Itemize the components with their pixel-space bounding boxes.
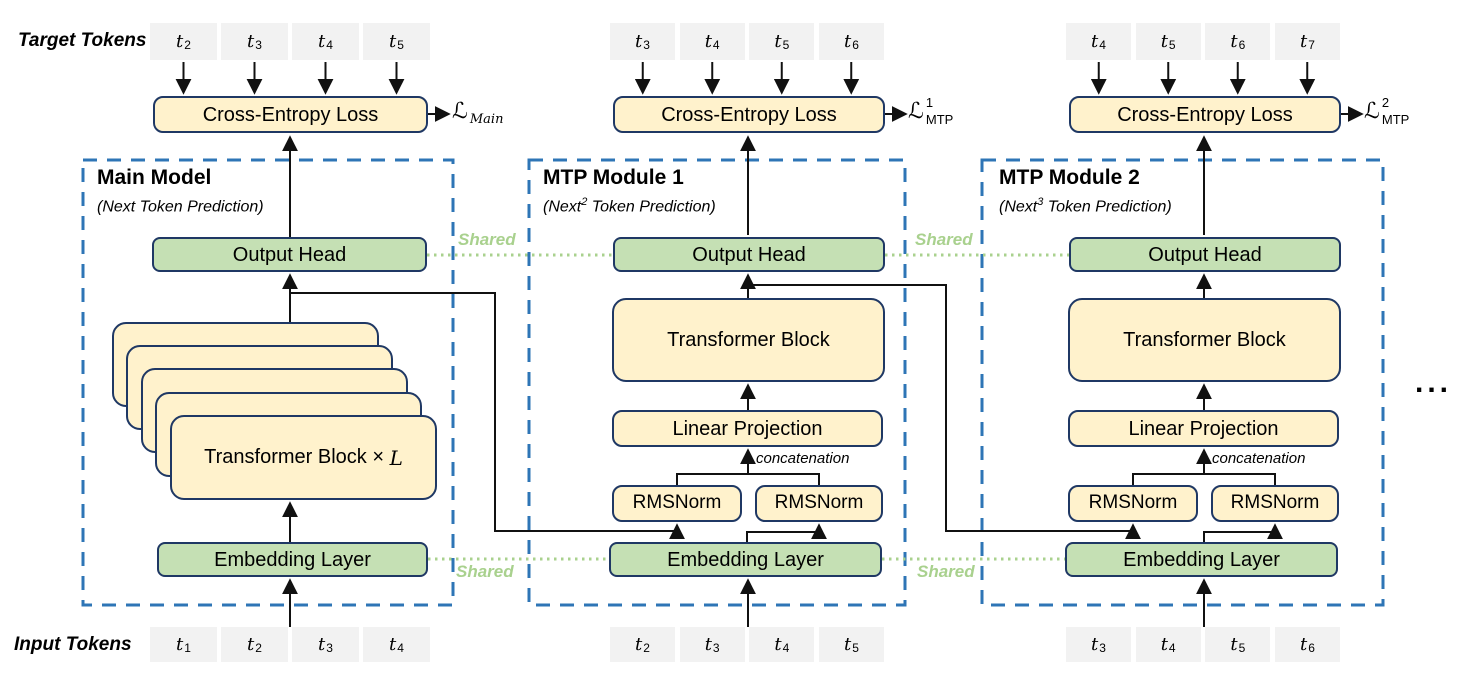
more-modules-ellipsis: ... (1415, 366, 1453, 399)
target-tokens-label: Target Tokens (18, 30, 147, 51)
mtp1-concatenation-label: concatenation (756, 450, 850, 467)
mtp2-embedding-layer-box: Embedding Layer (1065, 542, 1338, 577)
mtp1-output-head-box: Output Head (613, 237, 885, 272)
mtp1-border (527, 158, 907, 607)
mtp2-rmsnorm-right-box: RMSNorm (1211, 485, 1339, 522)
mtp2-subtitle: (Next3 Token Prediction) (999, 196, 1172, 216)
mtp2-border (980, 158, 1385, 607)
shared-label: Shared (917, 562, 975, 581)
mtp1-linear-projection-box: Linear Projection (612, 410, 883, 447)
main-model-title: Main Model (97, 166, 212, 189)
mtp1-rmsnorm-right-box: RMSNorm (755, 485, 883, 522)
mtp1-embedding-layer-box: Embedding Layer (609, 542, 882, 577)
mtp2-output-head-box: Output Head (1069, 237, 1341, 272)
mtp1-transformer-block-box: Transformer Block (612, 298, 885, 382)
mtp1-rmsnorm-left-box: RMSNorm (612, 485, 742, 522)
main-output-head-box: Output Head (152, 237, 427, 272)
mtp2-transformer-block-box: Transformer Block (1068, 298, 1341, 382)
shared-label: Shared (456, 562, 514, 581)
mtp2-linear-projection-box: Linear Projection (1068, 410, 1339, 447)
mtp2-concatenation-label: concatenation (1212, 450, 1306, 467)
mtp1-title: MTP Module 1 (543, 166, 684, 189)
main-model-subtitle: (Next Token Prediction) (97, 198, 264, 216)
mtp1-cross-entropy-loss-box: Cross-Entropy Loss (613, 96, 885, 133)
input-tokens-label: Input Tokens (14, 634, 132, 655)
shared-label: Shared (915, 230, 973, 249)
mtp1-subtitle: (Next2 Token Prediction) (543, 196, 716, 216)
mtp2-cross-entropy-loss-box: Cross-Entropy Loss (1069, 96, 1341, 133)
transformer-block-xL-box: Transformer Block × L (170, 415, 437, 500)
main-cross-entropy-loss-box: Cross-Entropy Loss (153, 96, 428, 133)
shared-label: Shared (458, 230, 516, 249)
mtp2-rmsnorm-left-box: RMSNorm (1068, 485, 1198, 522)
main-embedding-layer-box: Embedding Layer (157, 542, 428, 577)
main-loss-label: ℒ Main (452, 98, 504, 127)
mtp2-title: MTP Module 2 (999, 166, 1140, 189)
